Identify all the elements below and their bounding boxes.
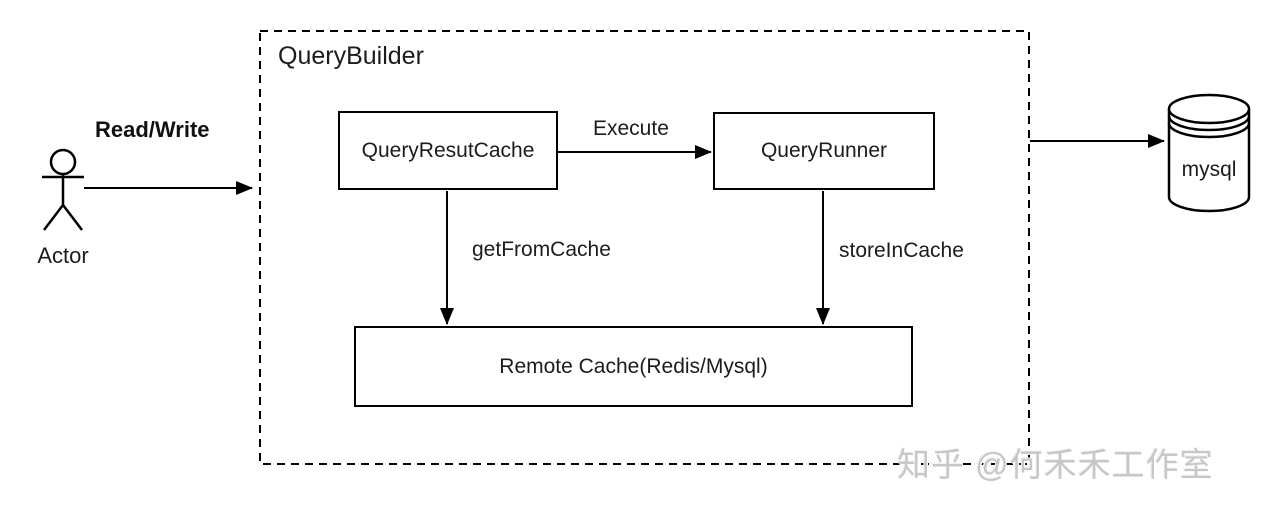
get-from-cache-label: getFromCache: [472, 238, 611, 261]
query-result-cache-label: QueryResutCache: [361, 138, 535, 162]
query-runner-label: QueryRunner: [760, 139, 888, 162]
database-icon: [1167, 93, 1251, 213]
remote-cache-label: Remote Cache(Redis/Mysql): [499, 354, 768, 378]
store-in-cache-label: storeInCache: [839, 239, 964, 262]
watermark: 知乎 @何禾禾工作室: [897, 446, 1214, 483]
read-write-label: Read/Write: [95, 117, 210, 142]
remote-cache-node: Remote Cache(Redis/Mysql): [354, 326, 913, 407]
query-runner-node: QueryRunner: [713, 112, 935, 190]
actor-figure-icon: [42, 148, 84, 231]
query-result-cache-node: QueryResutCache: [338, 111, 558, 190]
execute-label: Execute: [593, 117, 669, 140]
mysql-label: mysql: [1181, 158, 1237, 181]
actor-label: Actor: [37, 243, 89, 268]
querybuilder-title: QueryBuilder: [278, 42, 424, 70]
